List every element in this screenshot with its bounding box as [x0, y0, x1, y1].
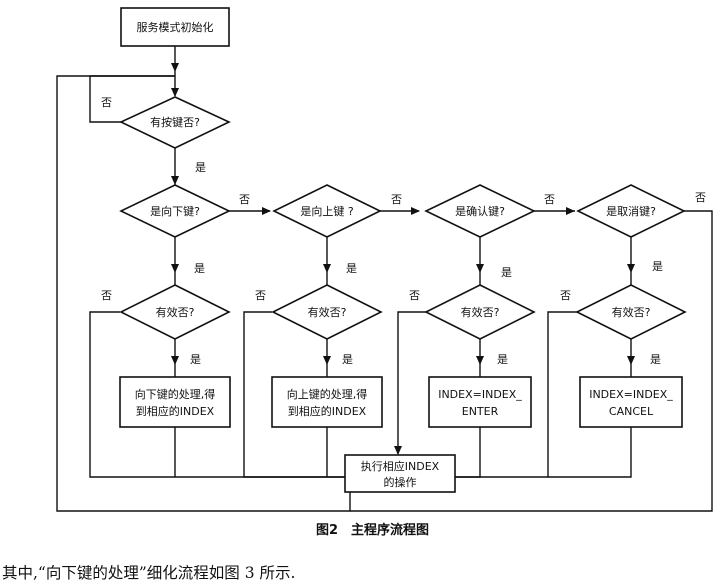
body-paragraph: 其中,“向下键的处理”细化流程如图 3 所示. — [2, 564, 296, 582]
decision-is-cancel-label: 是取消键? — [606, 204, 656, 218]
arrowhead — [476, 264, 484, 273]
decision-valid-label: 有效否? — [156, 305, 195, 319]
node-init-label: 服务模式初始化 — [137, 20, 214, 34]
label-no: 否 — [695, 191, 706, 204]
process-down-key-line1: 向下键的处理,得 — [135, 387, 216, 401]
decision-is-up: 是向上键 ? — [272, 184, 382, 238]
label-yes: 是 — [346, 262, 357, 275]
decision-is-confirm-label: 是确认键? — [455, 204, 505, 218]
label-yes: 是 — [650, 353, 661, 366]
decision-valid-up: 有效否? — [271, 284, 383, 340]
arrowhead — [171, 176, 179, 185]
branch-labels: 否 是 否 否 否 否 是 是 是 是 否 否 否 否 是 是 是 是 — [101, 96, 706, 366]
process-enter-line2: ENTER — [462, 405, 499, 418]
arrowhead — [411, 207, 420, 215]
process-up-key: 向上键的处理,得 到相应的INDEX — [271, 376, 383, 428]
process-down-key-line2: 到相应的INDEX — [136, 404, 215, 418]
decision-valid-confirm: 有效否? — [424, 284, 536, 340]
arrowhead — [476, 356, 484, 365]
label-no: 否 — [391, 193, 402, 206]
process-execute-line1: 执行相应INDEX — [361, 459, 440, 473]
arrowhead — [262, 207, 271, 215]
label-no: 否 — [560, 289, 571, 302]
decision-is-up-label: 是向上键 ? — [300, 204, 353, 218]
decision-is-confirm: 是确认键? — [424, 184, 536, 238]
label-no: 否 — [544, 193, 555, 206]
label-no: 否 — [101, 96, 112, 109]
arrowhead — [627, 356, 635, 365]
arrowhead — [171, 356, 179, 365]
arrowheads — [171, 63, 635, 455]
label-yes: 是 — [652, 260, 663, 273]
decision-valid-down: 有效否? — [119, 284, 231, 340]
decision-is-down-label: 是向下键? — [150, 204, 200, 218]
arrowhead — [566, 207, 575, 215]
label-no: 否 — [409, 289, 420, 302]
main-program-flowchart: 服务模式初始化 有按键否? 是向下键? 是向上键 ? 是确认键? 是取消键? 有… — [56, 7, 713, 538]
label-no: 否 — [101, 289, 112, 302]
arrowhead — [627, 264, 635, 273]
label-yes: 是 — [195, 161, 206, 174]
arrowhead — [323, 264, 331, 273]
process-enter: INDEX=INDEX_ ENTER — [428, 376, 532, 428]
process-up-key-line1: 向上键的处理,得 — [287, 387, 368, 401]
process-down-key: 向下键的处理,得 到相应的INDEX — [119, 376, 231, 428]
label-yes: 是 — [342, 353, 353, 366]
label-yes: 是 — [190, 353, 201, 366]
arrowhead — [394, 446, 402, 455]
arrowhead — [171, 63, 179, 72]
arrowhead — [171, 88, 179, 97]
arrowhead — [171, 264, 179, 273]
decision-valid-label: 有效否? — [308, 305, 347, 319]
label-yes: 是 — [194, 262, 205, 275]
decision-is-down: 是向下键? — [119, 184, 231, 238]
decision-valid-cancel: 有效否? — [575, 284, 687, 340]
decision-is-cancel: 是取消键? — [576, 184, 686, 238]
label-yes: 是 — [501, 266, 512, 279]
decision-valid-label: 有效否? — [612, 305, 651, 319]
arrowhead — [323, 356, 331, 365]
process-cancel: INDEX=INDEX_ CANCEL — [579, 376, 683, 428]
node-init: 服务模式初始化 — [120, 7, 230, 47]
label-no: 否 — [239, 193, 250, 206]
process-execute: 执行相应INDEX 的操作 — [344, 454, 456, 493]
process-cancel-line2: CANCEL — [609, 405, 654, 418]
figure-caption: 图2 主程序流程图 — [316, 522, 429, 538]
decision-valid-label: 有效否? — [461, 305, 500, 319]
process-enter-line1: INDEX=INDEX_ — [438, 388, 522, 401]
process-cancel-line1: INDEX=INDEX_ — [589, 388, 673, 401]
decision-has-key: 有按键否? — [119, 96, 231, 149]
decision-has-key-label: 有按键否? — [150, 115, 200, 129]
process-execute-line2: 的操作 — [384, 475, 417, 489]
label-no: 否 — [255, 289, 266, 302]
process-up-key-line2: 到相应的INDEX — [288, 404, 367, 418]
label-yes: 是 — [497, 353, 508, 366]
